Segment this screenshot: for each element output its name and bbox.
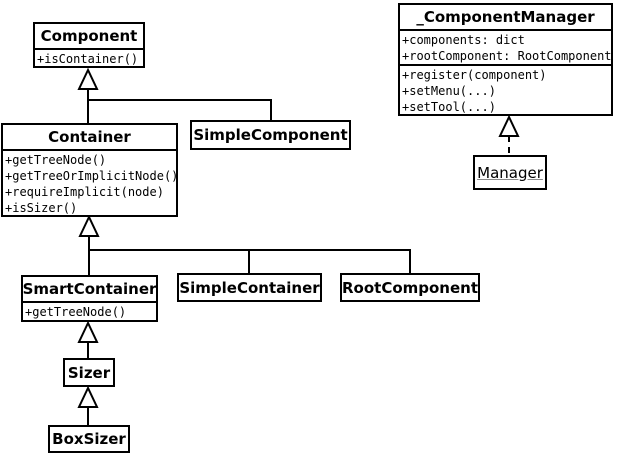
class-title: Sizer (67, 363, 111, 382)
class-title: SimpleComponent (193, 126, 348, 144)
hollow-triangle-arrowhead (77, 385, 99, 408)
method-item: +getTreeNode() (5, 153, 107, 167)
edge-container-to-component (77, 67, 272, 123)
edge-sizer-to-smartcontainer (77, 320, 99, 358)
attribute-item: +rootComponent: RootComponent (402, 49, 611, 63)
methods-compartment: +isContainer() (35, 48, 143, 66)
methods-compartment: +register(component) +setMenu(...) +setT… (400, 64, 611, 114)
attributes-compartment: +components: dict +rootComponent: RootCo… (400, 29, 611, 64)
class-box-simplecomponent: SimpleComponent (190, 120, 351, 150)
methods-compartment: +getTreeNode() (23, 301, 156, 320)
method-item: +register(component) (402, 68, 547, 82)
hollow-triangle-arrowhead (498, 114, 520, 137)
class-title: Manager (475, 157, 545, 188)
method-item: +setMenu(...) (402, 84, 496, 98)
class-title: RootComponent (341, 278, 479, 297)
class-title: SmartContainer (22, 280, 157, 298)
method-item: +getTreeNode() (25, 305, 127, 319)
method-item: +isContainer() (37, 52, 139, 66)
class-title: Component (40, 27, 138, 45)
hollow-triangle-arrowhead (77, 67, 99, 90)
edge-children-to-container (78, 214, 411, 275)
class-title: _ComponentManager (416, 8, 595, 26)
class-box-componentmanager: _ComponentManager +components: dict +roo… (398, 3, 613, 116)
methods-compartment: +getTreeNode() +getTreeOrImplicitNode() … (3, 149, 176, 215)
class-box-component: Component +isContainer() (33, 22, 145, 68)
edge-manager-to-componentmanager (498, 114, 520, 155)
class-box-sizer: Sizer (63, 358, 115, 387)
method-item: +getTreeOrImplicitNode() (5, 169, 176, 183)
class-box-rootcomponent: RootComponent (340, 273, 480, 302)
class-title: Container (48, 128, 131, 146)
hollow-triangle-arrowhead (77, 320, 99, 343)
attribute-item: +components: dict (402, 33, 525, 47)
hollow-triangle-arrowhead (78, 214, 100, 237)
class-box-boxsizer: BoxSizer (48, 425, 130, 453)
class-box-container: Container +getTreeNode() +getTreeOrImpli… (1, 123, 178, 217)
method-item: +isSizer() (5, 201, 78, 215)
method-item: +setTool(...) (402, 100, 496, 114)
class-title: BoxSizer (52, 430, 126, 448)
class-title-text: Manager (477, 163, 543, 182)
class-box-manager: Manager (473, 155, 547, 190)
class-title: SimpleContainer (179, 278, 320, 297)
edge-boxsizer-to-sizer (77, 385, 99, 425)
class-box-smartcontainer: SmartContainer +getTreeNode() (21, 275, 158, 322)
class-box-simplecontainer: SimpleContainer (177, 273, 322, 302)
edge-simplecomponent-to-component (88, 99, 272, 121)
method-item: +requireImplicit(node) (5, 185, 164, 199)
